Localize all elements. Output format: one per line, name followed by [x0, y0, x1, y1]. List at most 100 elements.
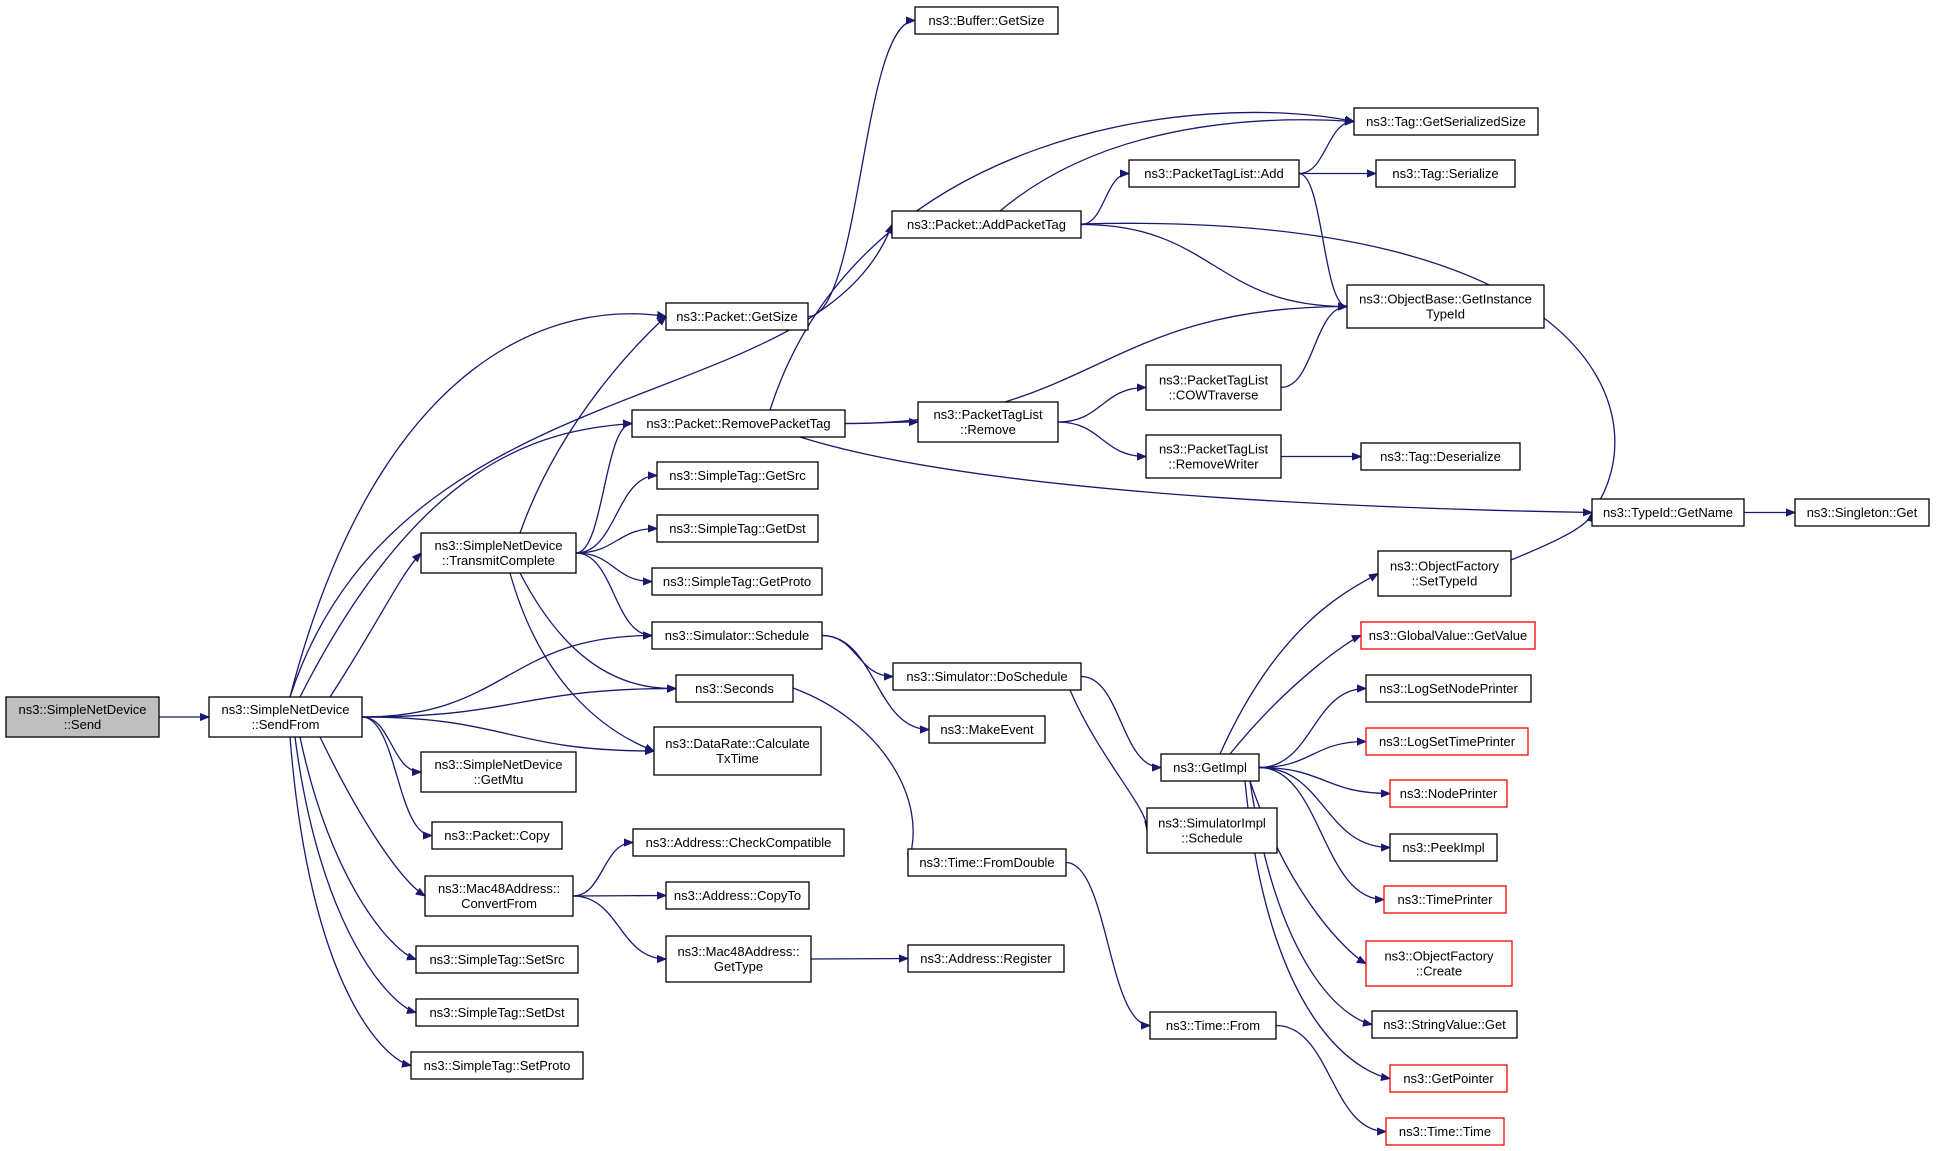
edge-sendfrom-to-schedule [361, 636, 652, 718]
node-seconds[interactable]: ns3::Seconds [675, 674, 794, 703]
node-label: ns3::ObjectBase::GetInstance [1359, 292, 1532, 307]
node-gettype[interactable]: ns3::Mac48Address::GetType [665, 935, 812, 983]
node-cowtraverse[interactable]: ns3::PacketTagList::COWTraverse [1145, 364, 1282, 411]
node-removewriter[interactable]: ns3::PacketTagList::RemoveWriter [1145, 434, 1282, 479]
node-ofcreate[interactable]: ns3::ObjectFactory::Create [1365, 940, 1513, 987]
edge-seconds-to-fromdouble [792, 687, 913, 863]
node-copyto[interactable]: ns3::Address::CopyTo [665, 881, 810, 910]
edge-transmitcomplete-to-seconds [519, 572, 676, 689]
edge-transmitcomplete-to-getproto [575, 552, 652, 582]
node-getproto[interactable]: ns3::SimpleTag::GetProto [651, 567, 823, 596]
node-fromdouble[interactable]: ns3::Time::FromDouble [907, 848, 1067, 877]
node-setproto[interactable]: ns3::SimpleTag::SetProto [410, 1051, 584, 1080]
node-box [651, 567, 823, 596]
node-setsrc[interactable]: ns3::SimpleTag::SetSrc [415, 945, 579, 974]
node-globalgetvalue[interactable]: ns3::GlobalValue::GetValue [1360, 621, 1536, 650]
node-tagdeserialize[interactable]: ns3::Tag::Deserialize [1360, 442, 1521, 471]
edge-sendfrom-to-setproto [289, 736, 411, 1066]
edge-getimpl-to-settypeid [1219, 574, 1378, 755]
node-typeidgetname[interactable]: ns3::TypeId::GetName [1591, 498, 1745, 527]
node-singletonget[interactable]: ns3::Singleton::Get [1794, 498, 1930, 527]
node-box [1377, 550, 1512, 597]
node-label: TypeId [1426, 307, 1465, 322]
node-box [891, 210, 1082, 239]
node-label: ns3::Tag::Deserialize [1380, 449, 1501, 464]
node-settypeid[interactable]: ns3::ObjectFactory::SetTypeId [1377, 550, 1512, 597]
node-getsize[interactable]: ns3::Packet::GetSize [665, 302, 809, 331]
node-logsettime[interactable]: ns3::LogSetTimePrinter [1365, 727, 1529, 756]
edge-sendfrom-to-convertfrom [319, 736, 425, 896]
node-label: ns3::PeekImpl [1402, 840, 1484, 855]
node-convertfrom[interactable]: ns3::Mac48Address::ConvertFrom [424, 875, 574, 917]
edge-getimpl-to-logsetnode [1258, 689, 1366, 769]
node-buffergetsize[interactable]: ns3::Buffer::GetSize [914, 6, 1059, 35]
node-getserialized[interactable]: ns3::Tag::GetSerializedSize [1353, 107, 1539, 136]
edge-settypeid-to-typeidgetname [1510, 513, 1592, 561]
node-label: ns3::ObjectFactory [1384, 949, 1494, 964]
node-label: ns3::TimePrinter [1398, 892, 1494, 907]
edge-transmitcomplete-to-removepackettag [575, 424, 633, 554]
node-stringvalueget[interactable]: ns3::StringValue::Get [1371, 1010, 1518, 1039]
node-getpointer[interactable]: ns3::GetPointer [1389, 1064, 1508, 1093]
edge-ptlremove-to-removewriter [1057, 421, 1146, 457]
node-label: ::RemoveWriter [1168, 457, 1259, 472]
node-box [665, 881, 810, 910]
node-label: ::TransmitComplete [442, 553, 555, 568]
node-addpackettag[interactable]: ns3::Packet::AddPacketTag [891, 210, 1082, 239]
node-ptladd[interactable]: ns3::PacketTagList::Add [1128, 159, 1300, 188]
node-checkcompat[interactable]: ns3::Address::CheckCompatible [632, 828, 845, 857]
node-box [420, 532, 577, 574]
node-label: ns3::Tag::Serialize [1392, 166, 1498, 181]
node-transmitcomplete[interactable]: ns3::SimpleNetDevice::TransmitComplete [420, 532, 577, 574]
node-getmtu[interactable]: ns3::SimpleNetDevice::GetMtu [420, 751, 577, 793]
node-setdst[interactable]: ns3::SimpleTag::SetDst [415, 998, 579, 1027]
node-getsrc[interactable]: ns3::SimpleTag::GetSrc [656, 461, 819, 490]
node-label: ns3::PacketTagList::Add [1144, 166, 1283, 181]
node-nodeprinter[interactable]: ns3::NodePrinter [1389, 779, 1508, 808]
node-label: ::Remove [960, 422, 1016, 437]
node-label: ns3::Mac48Address:: [677, 944, 799, 959]
node-box [653, 726, 822, 776]
node-box [914, 6, 1059, 35]
node-ptlremove[interactable]: ns3::PacketTagList::Remove [917, 401, 1059, 443]
nodes-layer: ns3::SimpleNetDevice::Sendns3::SimpleNet… [5, 6, 1930, 1146]
node-box [907, 848, 1067, 877]
edge-addpackettag-to-getserialized [999, 120, 1354, 212]
node-label: ns3::SimpleTag::GetDst [669, 521, 806, 536]
node-schedule[interactable]: ns3::Simulator::Schedule [651, 621, 823, 650]
node-simimplschedule[interactable]: ns3::SimulatorImpl::Schedule [1146, 807, 1278, 854]
node-register[interactable]: ns3::Address::Register [907, 944, 1065, 973]
node-peekimpl[interactable]: ns3::PeekImpl [1389, 833, 1498, 862]
node-makeevent[interactable]: ns3::MakeEvent [928, 715, 1046, 744]
node-timetime[interactable]: ns3::Time::Time [1385, 1117, 1505, 1146]
node-label: ns3::Mac48Address:: [438, 881, 560, 896]
node-timeprinter[interactable]: ns3::TimePrinter [1383, 885, 1507, 914]
node-label: ns3::SimpleTag::GetProto [663, 574, 811, 589]
node-logsetnode[interactable]: ns3::LogSetNodePrinter [1365, 674, 1532, 703]
node-copy[interactable]: ns3::Packet::Copy [431, 821, 563, 850]
node-send[interactable]: ns3::SimpleNetDevice::Send [5, 696, 160, 738]
node-box [1365, 727, 1529, 756]
node-box [431, 821, 563, 850]
node-label: ns3::Buffer::GetSize [928, 13, 1044, 28]
node-label: ::Schedule [1181, 831, 1242, 846]
node-doschedule[interactable]: ns3::Simulator::DoSchedule [892, 662, 1082, 691]
node-label: ns3::SimpleTag::SetDst [429, 1005, 565, 1020]
edge-timefrom-to-timetime [1275, 1024, 1386, 1132]
node-label: ConvertFrom [461, 896, 537, 911]
node-sendfrom[interactable]: ns3::SimpleNetDevice::SendFrom [208, 696, 363, 738]
node-label: ns3::Packet::AddPacketTag [907, 217, 1066, 232]
node-tagserialize[interactable]: ns3::Tag::Serialize [1375, 159, 1516, 188]
node-getdst[interactable]: ns3::SimpleTag::GetDst [656, 514, 819, 543]
node-getimpl[interactable]: ns3::GetImpl [1160, 753, 1260, 782]
node-removepackettag[interactable]: ns3::Packet::RemovePacketTag [631, 409, 846, 438]
node-timefrom[interactable]: ns3::Time::From [1149, 1011, 1277, 1040]
node-box [1149, 1011, 1277, 1040]
edge-gettype-to-register [810, 959, 908, 960]
edge-doschedule-to-getimpl [1080, 675, 1161, 768]
edge-sendfrom-to-calctx [361, 716, 654, 751]
node-label: TxTime [716, 751, 759, 766]
edge-schedule-to-doschedule [821, 634, 893, 677]
